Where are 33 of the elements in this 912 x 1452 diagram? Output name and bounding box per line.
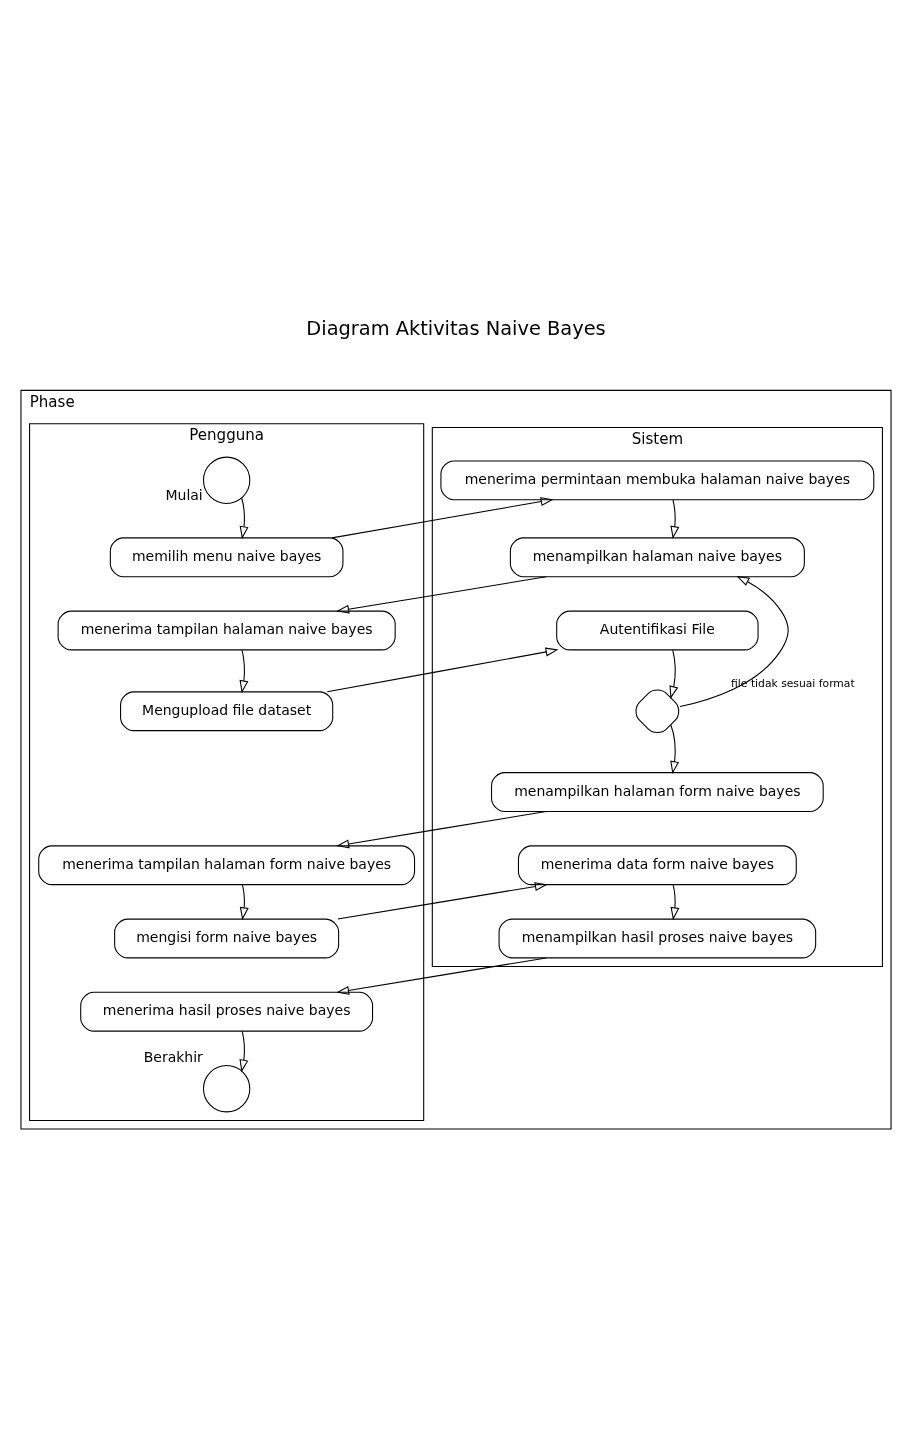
- diagram-title: Diagram Aktivitas Naive Bayes: [306, 316, 606, 340]
- node-label: Mulai: [165, 486, 203, 503]
- arrow: [670, 498, 680, 539]
- node-box: menerima hasil proses naive bayes: [80, 991, 374, 1032]
- node-circle: [202, 456, 251, 504]
- node-box: menerima data form naive bayes: [517, 844, 797, 885]
- arrow: [670, 883, 680, 920]
- node-box: Autentifikasi File: [556, 610, 759, 650]
- node-label: Berakhir: [143, 1048, 203, 1065]
- node-box: menampilkan halaman naive bayes: [509, 536, 805, 577]
- node-box: Mengupload file dataset: [120, 690, 334, 731]
- node-circle: [202, 1064, 251, 1112]
- edge-label: file tidak sesuai format: [731, 676, 855, 690]
- arrow: [326, 647, 559, 692]
- node-box: menampilkan halaman form naive bayes: [491, 771, 824, 812]
- arrow: [669, 649, 679, 699]
- arrow: [336, 810, 547, 848]
- arrow: [337, 881, 548, 920]
- node-box: menampilkan hasil proses naive bayes: [498, 918, 817, 958]
- arrow: [670, 723, 680, 774]
- node-box: menerima tampilan halaman form naive bayes: [38, 844, 416, 885]
- node-box: menerima permintaan membuka halaman naive bayes: [440, 459, 875, 500]
- arrow: [331, 496, 554, 538]
- arrow: [679, 575, 789, 707]
- arrow: [239, 649, 249, 693]
- node-box: mengisi form naive bayes: [114, 918, 340, 958]
- arrow: [239, 1030, 249, 1072]
- node-diamond: [635, 688, 680, 733]
- arrow: [239, 496, 249, 539]
- node-box: memilih menu naive bayes: [109, 536, 344, 577]
- arrow: [336, 575, 547, 614]
- arrow: [239, 883, 249, 920]
- node-box: menerima tampilan halaman naive bayes: [57, 610, 396, 650]
